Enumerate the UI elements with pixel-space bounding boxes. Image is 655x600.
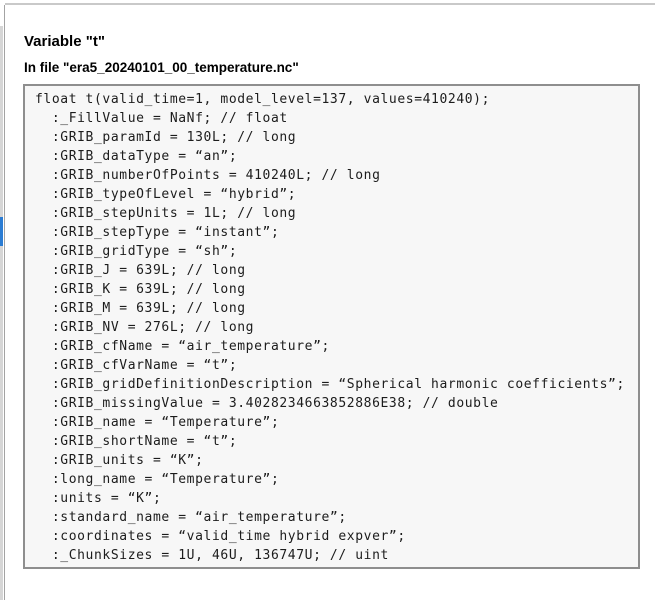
code-line-attr: :long_name = “Temperature”; <box>35 472 280 487</box>
code-line-attr: :units = “K”; <box>35 491 162 506</box>
window-top-border <box>5 3 655 5</box>
code-line-attr: :GRIB_units = “K”; <box>35 453 204 468</box>
code-line-attr: :GRIB_numberOfPoints = 410240L; // long <box>35 168 381 183</box>
code-line-attr: :GRIB_dataType = “an”; <box>35 149 238 164</box>
code-line-attr: :_FillValue = NaNf; // float <box>35 111 288 126</box>
code-line-attr: :GRIB_name = “Temperature”; <box>35 415 280 430</box>
code-line-attr: :GRIB_M = 639L; // long <box>35 301 246 316</box>
code-line-attr: :GRIB_gridDefinitionDescription = “Spher… <box>35 377 625 392</box>
variable-title: Variable "t" <box>24 33 105 50</box>
file-subtitle: In file "era5_20240101_00_temperature.nc… <box>24 60 299 75</box>
left-scrollbar-thumb[interactable] <box>0 217 3 246</box>
code-line-attr: :GRIB_paramId = 130L; // long <box>35 130 297 145</box>
code-line-attr: :GRIB_stepUnits = 1L; // long <box>35 206 297 221</box>
code-line-declaration: float t(valid_time=1, model_level=137, v… <box>35 92 491 107</box>
code-line-attr: :GRIB_stepType = “instant”; <box>35 225 280 240</box>
code-line-attr: :GRIB_K = 639L; // long <box>35 282 246 297</box>
left-scrollbar-track[interactable] <box>0 26 3 600</box>
code-line-attr: :GRIB_typeOfLevel = “hybrid”; <box>35 187 297 202</box>
code-line-attr: :GRIB_shortName = “t”; <box>35 434 238 449</box>
code-line-attr: :GRIB_NV = 276L; // long <box>35 320 255 335</box>
window-left-border <box>4 5 5 600</box>
code-line-attr: :GRIB_cfName = “air_temperature”; <box>35 339 330 354</box>
code-line-attr: :GRIB_gridType = “sh”; <box>35 244 238 259</box>
code-line-attr: :GRIB_J = 639L; // long <box>35 263 246 278</box>
code-line-attr: :standard_name = “air_temperature”; <box>35 510 347 525</box>
variable-metadata-panel: float t(valid_time=1, model_level=137, v… <box>23 84 640 569</box>
code-line-attr: :GRIB_missingValue = 3.4028234663852886E… <box>35 396 499 411</box>
code-line-attr: :GRIB_cfVarName = “t”; <box>35 358 238 373</box>
code-line-attr: :_ChunkSizes = 1U, 46U, 136747U; // uint <box>35 548 389 563</box>
code-line-attr: :coordinates = “valid_time hybrid expver… <box>35 529 406 544</box>
main-content: Variable "t" In file "era5_20240101_00_t… <box>23 0 655 569</box>
